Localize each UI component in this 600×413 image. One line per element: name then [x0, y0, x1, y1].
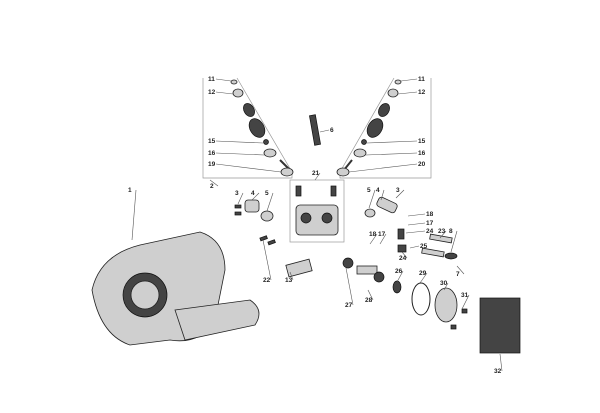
- callout-3: 3: [396, 187, 400, 194]
- callout-13: 13: [285, 277, 293, 284]
- callout-27: 27: [345, 302, 353, 309]
- leader-line: [456, 265, 465, 275]
- callout-24: 24: [399, 255, 407, 262]
- callout-25: 25: [420, 243, 428, 250]
- callout-4: 4: [251, 190, 255, 197]
- leader-line: [419, 272, 428, 284]
- leader-line: [215, 140, 264, 144]
- callout-17: 17: [378, 231, 386, 238]
- callout-19: 19: [208, 161, 216, 168]
- valve-group-frames: [202, 77, 432, 243]
- callout-31: 31: [461, 292, 469, 299]
- callout-15: 15: [208, 138, 216, 145]
- engine-assembly: [91, 231, 260, 346]
- callout-26: 26: [395, 268, 403, 275]
- leader-line: [499, 353, 503, 372]
- leader-line: [209, 179, 219, 187]
- callout-29: 29: [419, 270, 427, 277]
- callout-6: 6: [330, 127, 334, 134]
- leader-line: [379, 233, 387, 245]
- callout-4: 4: [376, 187, 380, 194]
- leader-line: [439, 230, 447, 239]
- callout-3: 3: [235, 190, 239, 197]
- leader-line: [251, 192, 260, 201]
- leader-line: [461, 294, 470, 310]
- callout-17: 17: [426, 220, 434, 227]
- callout-32: 32: [494, 368, 502, 375]
- callout-23: 23: [438, 228, 446, 235]
- right-valve-parts: [336, 79, 402, 177]
- leader-line: [215, 91, 234, 95]
- callout-12: 12: [208, 89, 216, 96]
- leader-line: [262, 239, 272, 281]
- callout-1: 1: [128, 187, 132, 194]
- cylinder-head: [295, 185, 339, 236]
- callout-21: 21: [312, 170, 320, 177]
- leader-line: [365, 152, 418, 156]
- left-valve-parts: [230, 79, 294, 177]
- leader-line: [131, 189, 137, 241]
- callout-30: 30: [440, 280, 448, 287]
- leader-line: [266, 192, 274, 212]
- callout-22: 22: [263, 277, 271, 284]
- leader-line: [407, 213, 426, 217]
- callout-16: 16: [208, 150, 216, 157]
- leader-line: [345, 267, 354, 306]
- callout-5: 5: [367, 187, 371, 194]
- callout-8: 8: [449, 228, 453, 235]
- leader-line: [237, 192, 244, 205]
- leader-line: [409, 245, 420, 249]
- callout-7: 7: [456, 271, 460, 278]
- leader-line: [401, 251, 408, 259]
- misc-parts: [234, 196, 521, 354]
- leader-line: [395, 189, 405, 199]
- leader-line: [369, 233, 378, 245]
- callout-28: 28: [365, 297, 373, 304]
- callout-20: 20: [418, 161, 426, 168]
- leader-line: [289, 271, 294, 281]
- leader-line: [400, 78, 418, 82]
- leader-line: [397, 91, 418, 95]
- callout-18: 18: [369, 231, 377, 238]
- leader-line: [380, 189, 385, 201]
- callout-2: 2: [210, 183, 214, 190]
- leader-line: [405, 230, 426, 234]
- leader-line: [319, 129, 330, 133]
- callout-24: 24: [426, 228, 434, 235]
- leader-line: [366, 140, 418, 144]
- callout-18: 18: [426, 211, 434, 218]
- callout-11: 11: [208, 76, 215, 83]
- callout-12: 12: [418, 89, 426, 96]
- spark-plug: [309, 114, 321, 146]
- leader-line: [443, 282, 449, 291]
- leader-line: [450, 230, 458, 253]
- leader-line: [215, 78, 232, 82]
- leader-line: [215, 152, 265, 156]
- leader-line: [367, 289, 374, 301]
- leader-line: [215, 163, 282, 173]
- leader-line: [407, 222, 426, 226]
- callout-15: 15: [418, 138, 426, 145]
- leader-line: [368, 189, 376, 209]
- leader-line: [348, 163, 418, 173]
- callout-16: 16: [418, 150, 426, 157]
- callout-5: 5: [265, 190, 269, 197]
- callout-11: 11: [418, 76, 425, 83]
- leader-line: [314, 172, 321, 181]
- leader-line: [396, 270, 404, 283]
